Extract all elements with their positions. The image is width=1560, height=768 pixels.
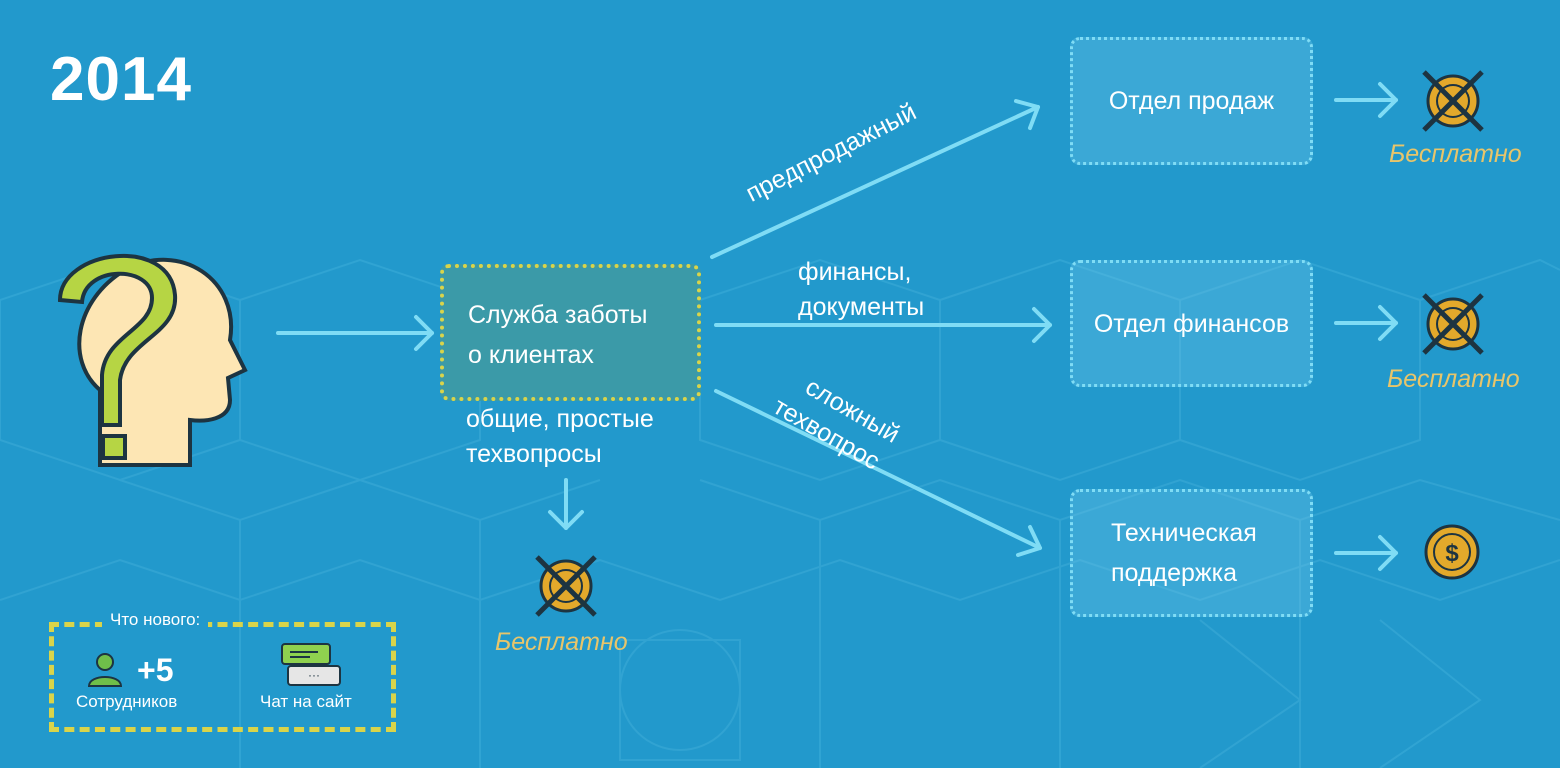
coin-dollar-icon: $ [1424, 524, 1480, 580]
tech-support-box: Техническая поддержка [1070, 489, 1313, 617]
tech-support-line1: Техническая [1111, 519, 1257, 547]
finance-docs-line1: финансы, [798, 258, 912, 286]
whats-new-panel [49, 622, 396, 732]
staff-count: +5 [137, 652, 174, 688]
tech-support-line2: поддержка [1111, 559, 1237, 587]
user-icon [87, 653, 123, 687]
customer-service-line2: о клиентах [468, 340, 594, 369]
chat-label: Чат на сайт [260, 692, 352, 711]
customer-service-box: Служба заботы о клиентах [440, 264, 701, 401]
arrow-simple [548, 478, 584, 530]
free-label: Бесплатно [1387, 365, 1520, 393]
coin-crossed-icon [535, 555, 597, 617]
whats-new-title: Что нового: [102, 610, 209, 630]
arrow-head-to-service [276, 315, 434, 351]
sales-department-box: Отдел продаж [1070, 37, 1313, 165]
arrow-tech-cost [1334, 535, 1398, 571]
svg-text:···: ··· [308, 668, 320, 682]
finance-department-label: Отдел финансов [1093, 309, 1290, 338]
customer-service-line1: Служба заботы [468, 300, 648, 329]
simple-questions-line1: общие, простые [466, 405, 654, 433]
staff-label: Сотрудников [76, 692, 178, 711]
svg-text:$: $ [1445, 540, 1459, 567]
simple-questions-line2: техвопросы [466, 440, 602, 468]
finance-department-box: Отдел финансов [1070, 260, 1313, 387]
arrow-presale [710, 99, 1040, 259]
finance-docs-label: финансы, документы [798, 255, 924, 325]
coin-crossed-icon [1422, 293, 1484, 355]
chat-icon: ··· [281, 643, 341, 686]
arrow-finance [714, 307, 1052, 343]
free-label: Бесплатно [495, 628, 628, 656]
arrow-complex [714, 389, 1042, 557]
sales-department-label: Отдел продаж [1108, 87, 1275, 115]
finance-docs-line2: документы [798, 293, 925, 321]
simple-questions-label: общие, простые техвопросы [466, 402, 654, 472]
coin-crossed-icon [1422, 70, 1484, 132]
head-question-icon [57, 253, 248, 467]
year-title: 2014 [50, 45, 192, 114]
arrow-finance-cost [1334, 305, 1398, 341]
arrow-sales-cost [1334, 82, 1398, 118]
free-label: Бесплатно [1389, 140, 1522, 168]
